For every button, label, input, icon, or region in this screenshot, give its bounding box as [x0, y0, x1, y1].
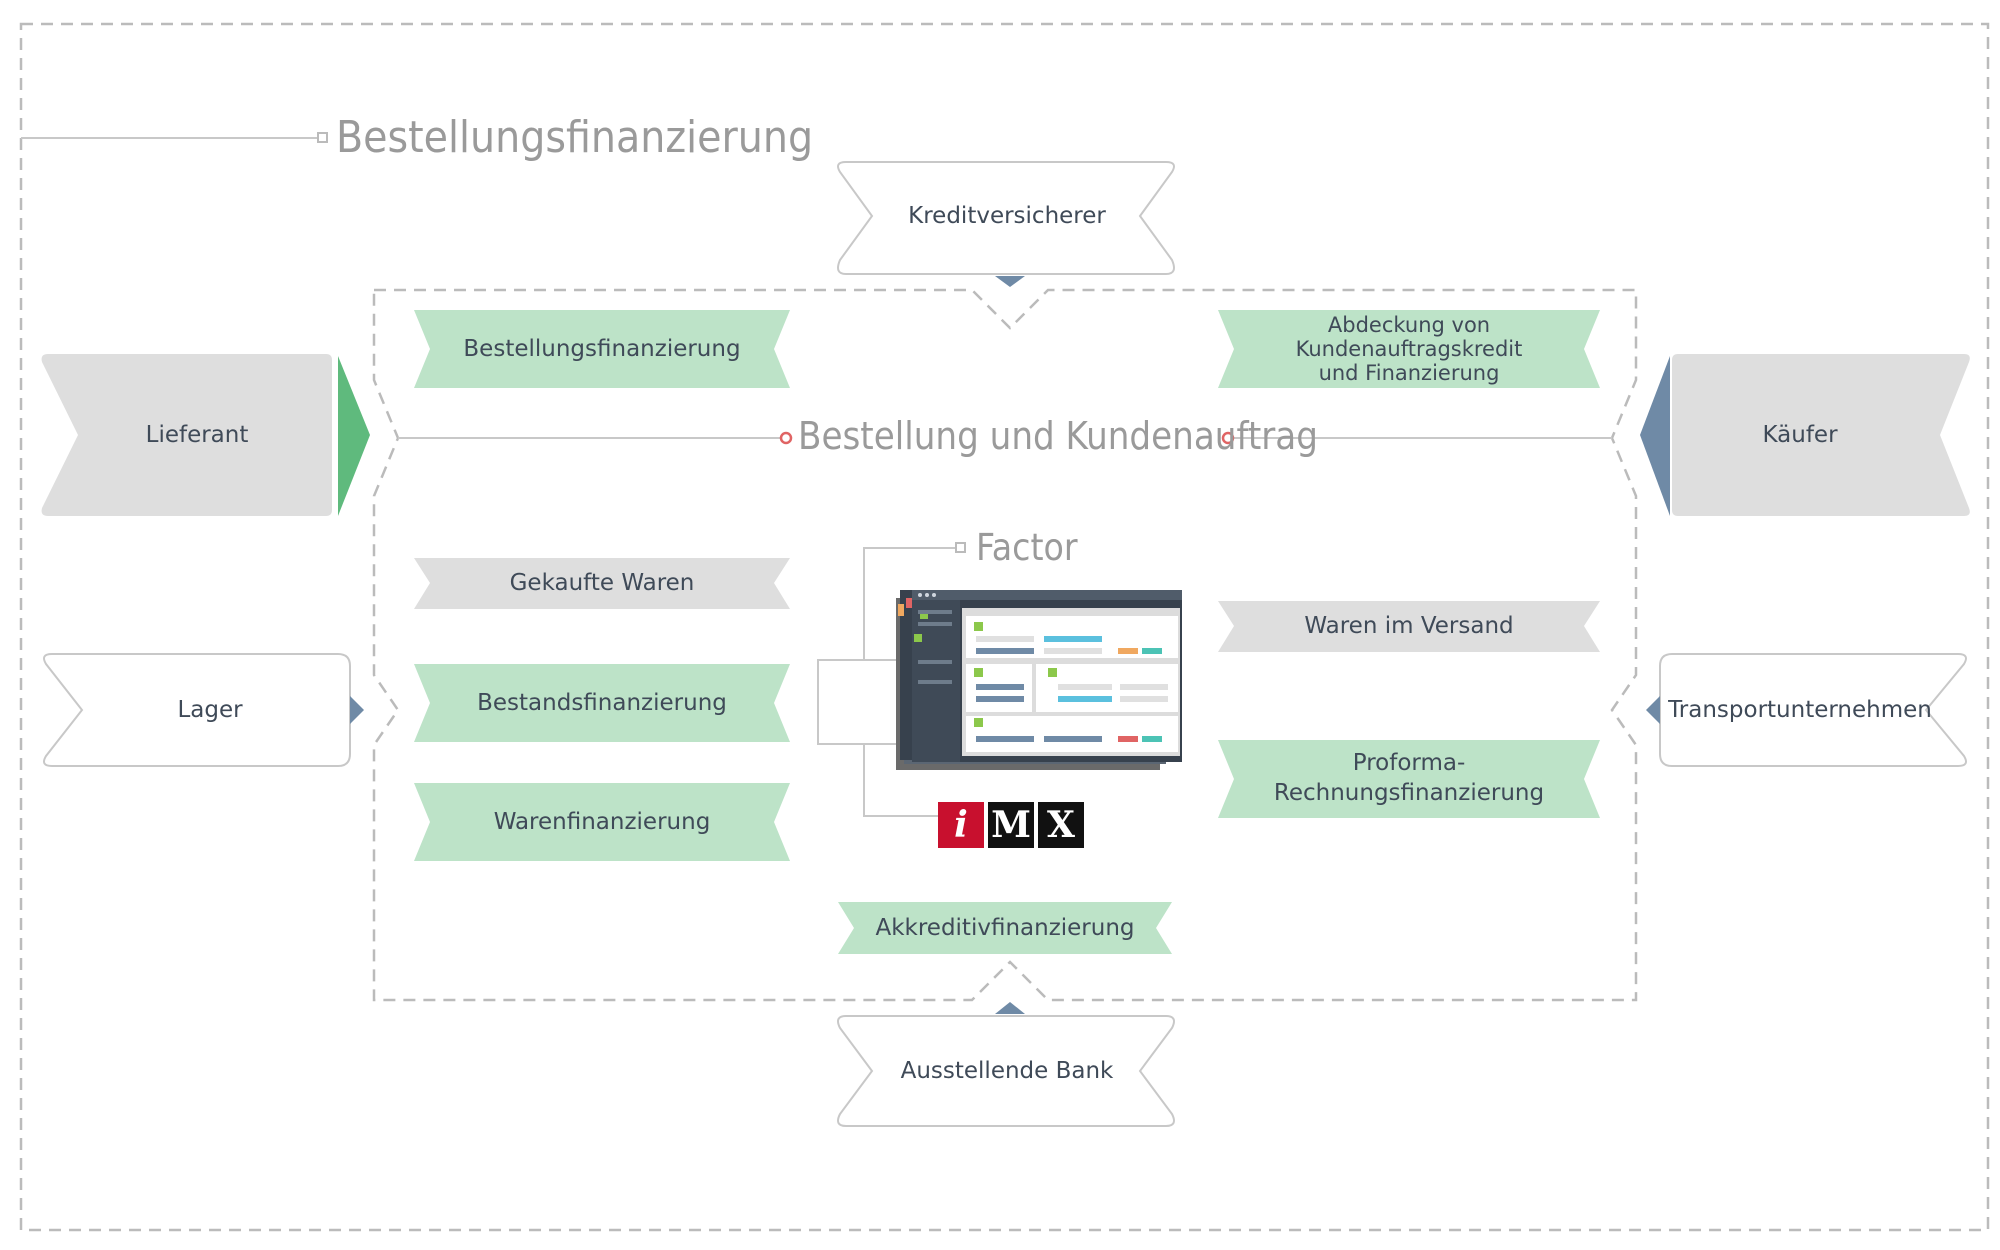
ribbon-coverage	[1218, 310, 1600, 388]
warehouse-block	[43, 653, 351, 767]
coverage-label: Abdeckung von Kundenauftragskredit und F…	[1240, 310, 1578, 388]
issuing-bank-block	[837, 1015, 1175, 1127]
card-4-line-4	[1142, 736, 1162, 742]
logo-letter-m: M	[988, 802, 1034, 848]
issuing-bank-arrow	[995, 1002, 1025, 1014]
factor-label: Factor	[976, 526, 1078, 569]
window-titlebar	[912, 590, 1182, 600]
ribbon-goods-financing	[414, 783, 790, 861]
card-2-line-1	[976, 684, 1024, 690]
card-4	[966, 716, 1178, 752]
sidebar-line-2	[918, 622, 952, 626]
card-3-mark	[1048, 668, 1057, 677]
carrier-label: Transportunternehmen	[1668, 696, 1932, 723]
lc-financing-label: Akkreditivfinanzierung	[875, 914, 1135, 941]
warehouse-label: Lager	[177, 696, 243, 723]
order-line-dot-right	[1221, 431, 1235, 445]
imx-logo: i M X	[938, 802, 1088, 848]
goods-financing-label: Warenfinanzierung	[493, 808, 711, 835]
factor-connector-node	[955, 542, 966, 553]
card-1-line-1	[976, 636, 1034, 642]
title-connector-node	[317, 132, 328, 143]
ribbon-lc-financing	[838, 902, 1172, 954]
factor-connector-bottom	[863, 744, 940, 817]
purchased-goods-label: Gekaufte Waren	[509, 570, 695, 597]
card-2-mark	[974, 668, 983, 677]
inventory-financing-label: Bestandsfinanzierung	[477, 689, 727, 716]
window-dot-1	[918, 593, 922, 597]
card-4-line-3	[1118, 736, 1138, 742]
sidebar-line-1	[918, 610, 952, 614]
buyer-arrow	[1640, 356, 1670, 516]
buyer-block	[1672, 354, 1970, 516]
window-orange-accent	[898, 604, 904, 616]
card-1-line-3	[1044, 636, 1102, 642]
credit-insurer-arrow	[995, 276, 1025, 287]
factor-connector-top	[863, 547, 958, 660]
proforma-financing-label: Proforma- Rechnungsfinanzierung	[1240, 740, 1578, 818]
card-4-line-2	[1044, 736, 1102, 742]
goods-in-transit-label: Waren im Versand	[1304, 613, 1514, 640]
software-illustration	[896, 590, 1182, 770]
card-3-line-4	[1120, 696, 1168, 702]
po-financing-label: Bestellungsfinanzierung	[463, 335, 741, 362]
sidebar-line-3	[918, 660, 952, 664]
card-3-line-2	[1058, 696, 1112, 702]
factor-connector-bracket	[817, 659, 898, 745]
card-4-line-1	[976, 736, 1034, 742]
card-3-line-1	[1058, 684, 1112, 690]
carrier-arrow	[1646, 696, 1660, 724]
card-3-line-3	[1120, 684, 1168, 690]
side-mark-2	[920, 614, 928, 619]
ribbon-po-financing	[414, 310, 790, 388]
window-dot-2	[925, 593, 929, 597]
credit-insurer-block	[837, 161, 1175, 275]
coverage-label-line-3: und Finanzierung	[1318, 361, 1500, 386]
logo-letter-i: i	[938, 802, 984, 848]
credit-insurer-label: Kreditversicherer	[908, 202, 1106, 229]
buyer-label: Käufer	[1762, 421, 1838, 448]
ribbon-purchased-goods	[414, 558, 790, 609]
window-dot-3	[932, 593, 936, 597]
supplier-block	[41, 354, 332, 516]
supplier-arrow	[338, 356, 370, 516]
carrier-block	[1659, 653, 1967, 767]
ribbon-proforma-financing	[1218, 740, 1600, 818]
diagram-title: Bestellungsfinanzierung	[336, 112, 814, 163]
card-1-line-4	[1044, 648, 1102, 654]
side-mark-1	[914, 634, 922, 642]
card-1-line-5	[1118, 648, 1138, 654]
card-2-line-2	[976, 696, 1024, 702]
coverage-label-line-1: Abdeckung von	[1327, 312, 1491, 337]
warehouse-arrow	[350, 696, 364, 724]
logo-letter-x: X	[1038, 802, 1084, 848]
window-red-accent	[906, 598, 912, 608]
sidebar-line-4	[918, 680, 952, 684]
coverage-label-line-2: Kundenauftragskredit	[1295, 336, 1523, 361]
inner-frame	[372, 288, 1638, 1002]
supplier-label: Lieferant	[145, 421, 249, 448]
proforma-label-line-1: Proforma-	[1352, 750, 1466, 777]
ribbon-goods-in-transit	[1218, 601, 1600, 652]
card-1-line-6	[1142, 648, 1162, 654]
outer-frame	[19, 22, 1990, 1232]
ribbon-inventory-financing	[414, 664, 790, 742]
card-4-mark	[974, 718, 983, 727]
issuing-bank-label: Ausstellende Bank	[900, 1057, 1114, 1084]
card-1-mark	[974, 622, 983, 631]
proforma-label-line-2: Rechnungsfinanzierung	[1273, 780, 1545, 806]
center-title: Bestellung und Kundenauftrag	[798, 414, 1318, 458]
card-1-line-2	[976, 648, 1034, 654]
order-line-dot-left	[779, 431, 793, 445]
